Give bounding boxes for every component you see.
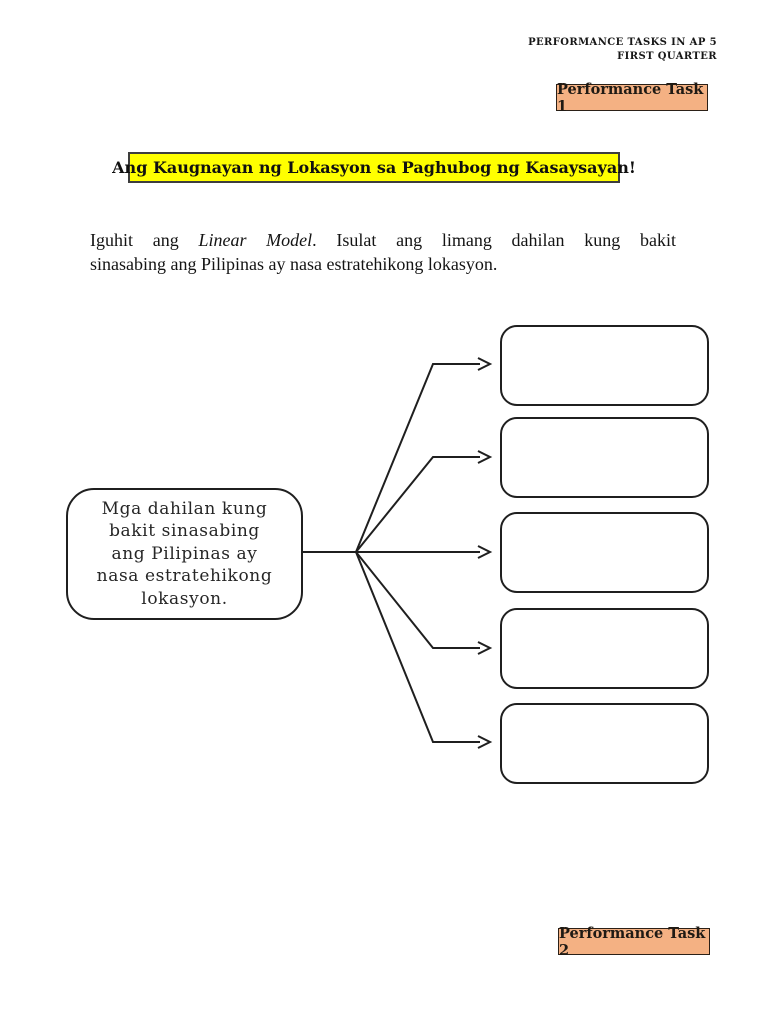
answer-box-2 [500, 417, 709, 498]
instructions-line-1-pre: Iguhit ang [90, 230, 199, 250]
worksheet-title-bar: Ang Kaugnayan ng Lokasyon sa Paghubog ng… [112, 152, 636, 183]
connector-to-box-1 [355, 363, 480, 553]
topic-line-5: lokasyon. [141, 588, 228, 609]
instructions-line-2: sinasabing ang Pilipinas ay nasa estrate… [90, 254, 498, 274]
answer-box-3 [500, 512, 709, 593]
answer-box-4 [500, 608, 709, 689]
diagram-topic-box: Mga dahilan kung bakit sinasabing ang Pi… [66, 488, 303, 620]
instructions-linear-model-italic: Linear Model [198, 230, 313, 250]
arrowhead-1 [477, 357, 493, 371]
connector-to-box-4 [355, 551, 480, 649]
topic-line-3: ang Pilipinas ay [111, 543, 258, 564]
arrowhead-3 [477, 545, 493, 559]
performance-task-1-label: Performance Task 1 [557, 80, 704, 115]
performance-task-1-badge: Performance Task 1 [556, 81, 708, 115]
connector-to-box-2 [355, 456, 480, 553]
header-line-2: FIRST QUARTER [617, 50, 717, 62]
answer-box-5 [500, 703, 709, 784]
performance-task-2-label: Performance Task 2 [559, 924, 706, 959]
document-header: PERFORMANCE TASKS IN AP 5 FIRST QUARTER [528, 36, 717, 63]
connector-to-box-5 [355, 551, 480, 743]
instructions-line-1-post: . Isulat ang limang dahilan kung bakit [312, 230, 676, 250]
arrowhead-5 [477, 735, 493, 749]
header-line-1: PERFORMANCE TASKS IN AP 5 [528, 37, 717, 48]
answer-box-1 [500, 325, 709, 406]
performance-task-2-badge: Performance Task 2 [558, 925, 710, 959]
worksheet-title-text: Ang Kaugnayan ng Lokasyon sa Paghubog ng… [112, 158, 636, 177]
instructions-paragraph: Iguhit ang Linear Model. Isulat ang lima… [90, 228, 676, 276]
topic-line-1: Mga dahilan kung [101, 498, 268, 519]
topic-line-2: bakit sinasabing [109, 521, 260, 542]
arrowhead-4 [477, 641, 493, 655]
topic-line-4: nasa estratehikong [96, 566, 273, 587]
arrowhead-2 [477, 450, 493, 464]
instructions-line-1: Iguhit ang Linear Model. Isulat ang lima… [90, 228, 676, 252]
